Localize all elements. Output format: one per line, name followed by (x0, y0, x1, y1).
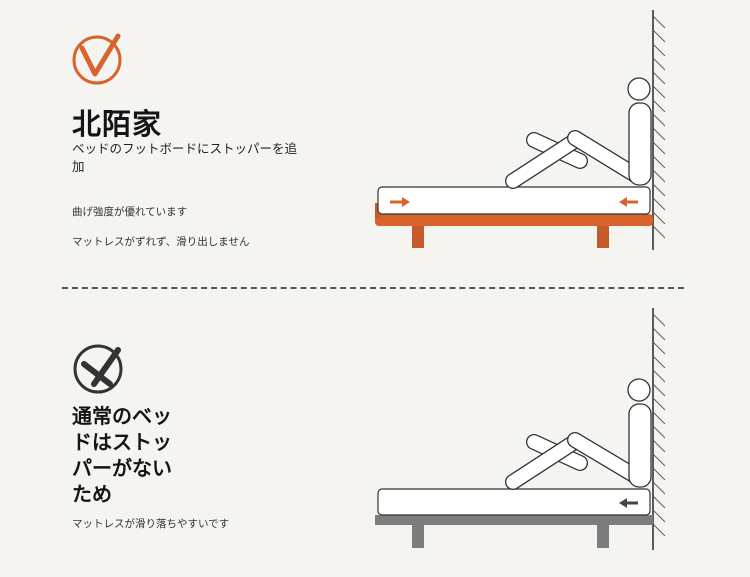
bed-leg-left (412, 524, 424, 548)
cross-circle-icon (73, 344, 123, 394)
person-figure (505, 378, 652, 490)
benefit-bending-strength: 曲げ強度が優れています (72, 206, 188, 218)
arrow-right-icon (390, 197, 410, 207)
good-case-subtitle: ベッドのフットボードにストッパーを追加 (72, 141, 298, 174)
good-case-title: 北陌家 (72, 107, 163, 141)
bed-leg-right (597, 524, 609, 548)
bed-leg-right (597, 224, 609, 248)
arrow-left-icon (619, 197, 638, 207)
bed-frame (375, 515, 653, 525)
wall (652, 10, 666, 250)
bad-case-title: 通常のベッドはストッパーがないため (72, 404, 172, 506)
bed-leg-left (412, 224, 424, 248)
bad-case-note: マットレスが滑り落ちやすいです (72, 518, 230, 530)
person-figure (505, 77, 652, 189)
check-v-circle-icon (72, 33, 122, 85)
arrow-left-icon (619, 498, 638, 508)
section-divider (62, 287, 684, 289)
mattress (377, 488, 651, 516)
bed-frame (375, 214, 653, 226)
bed-with-stopper-illustration (375, 10, 666, 250)
benefit-no-slip: マットレスがずれず、滑り出しません (72, 236, 250, 248)
wall (652, 308, 666, 550)
